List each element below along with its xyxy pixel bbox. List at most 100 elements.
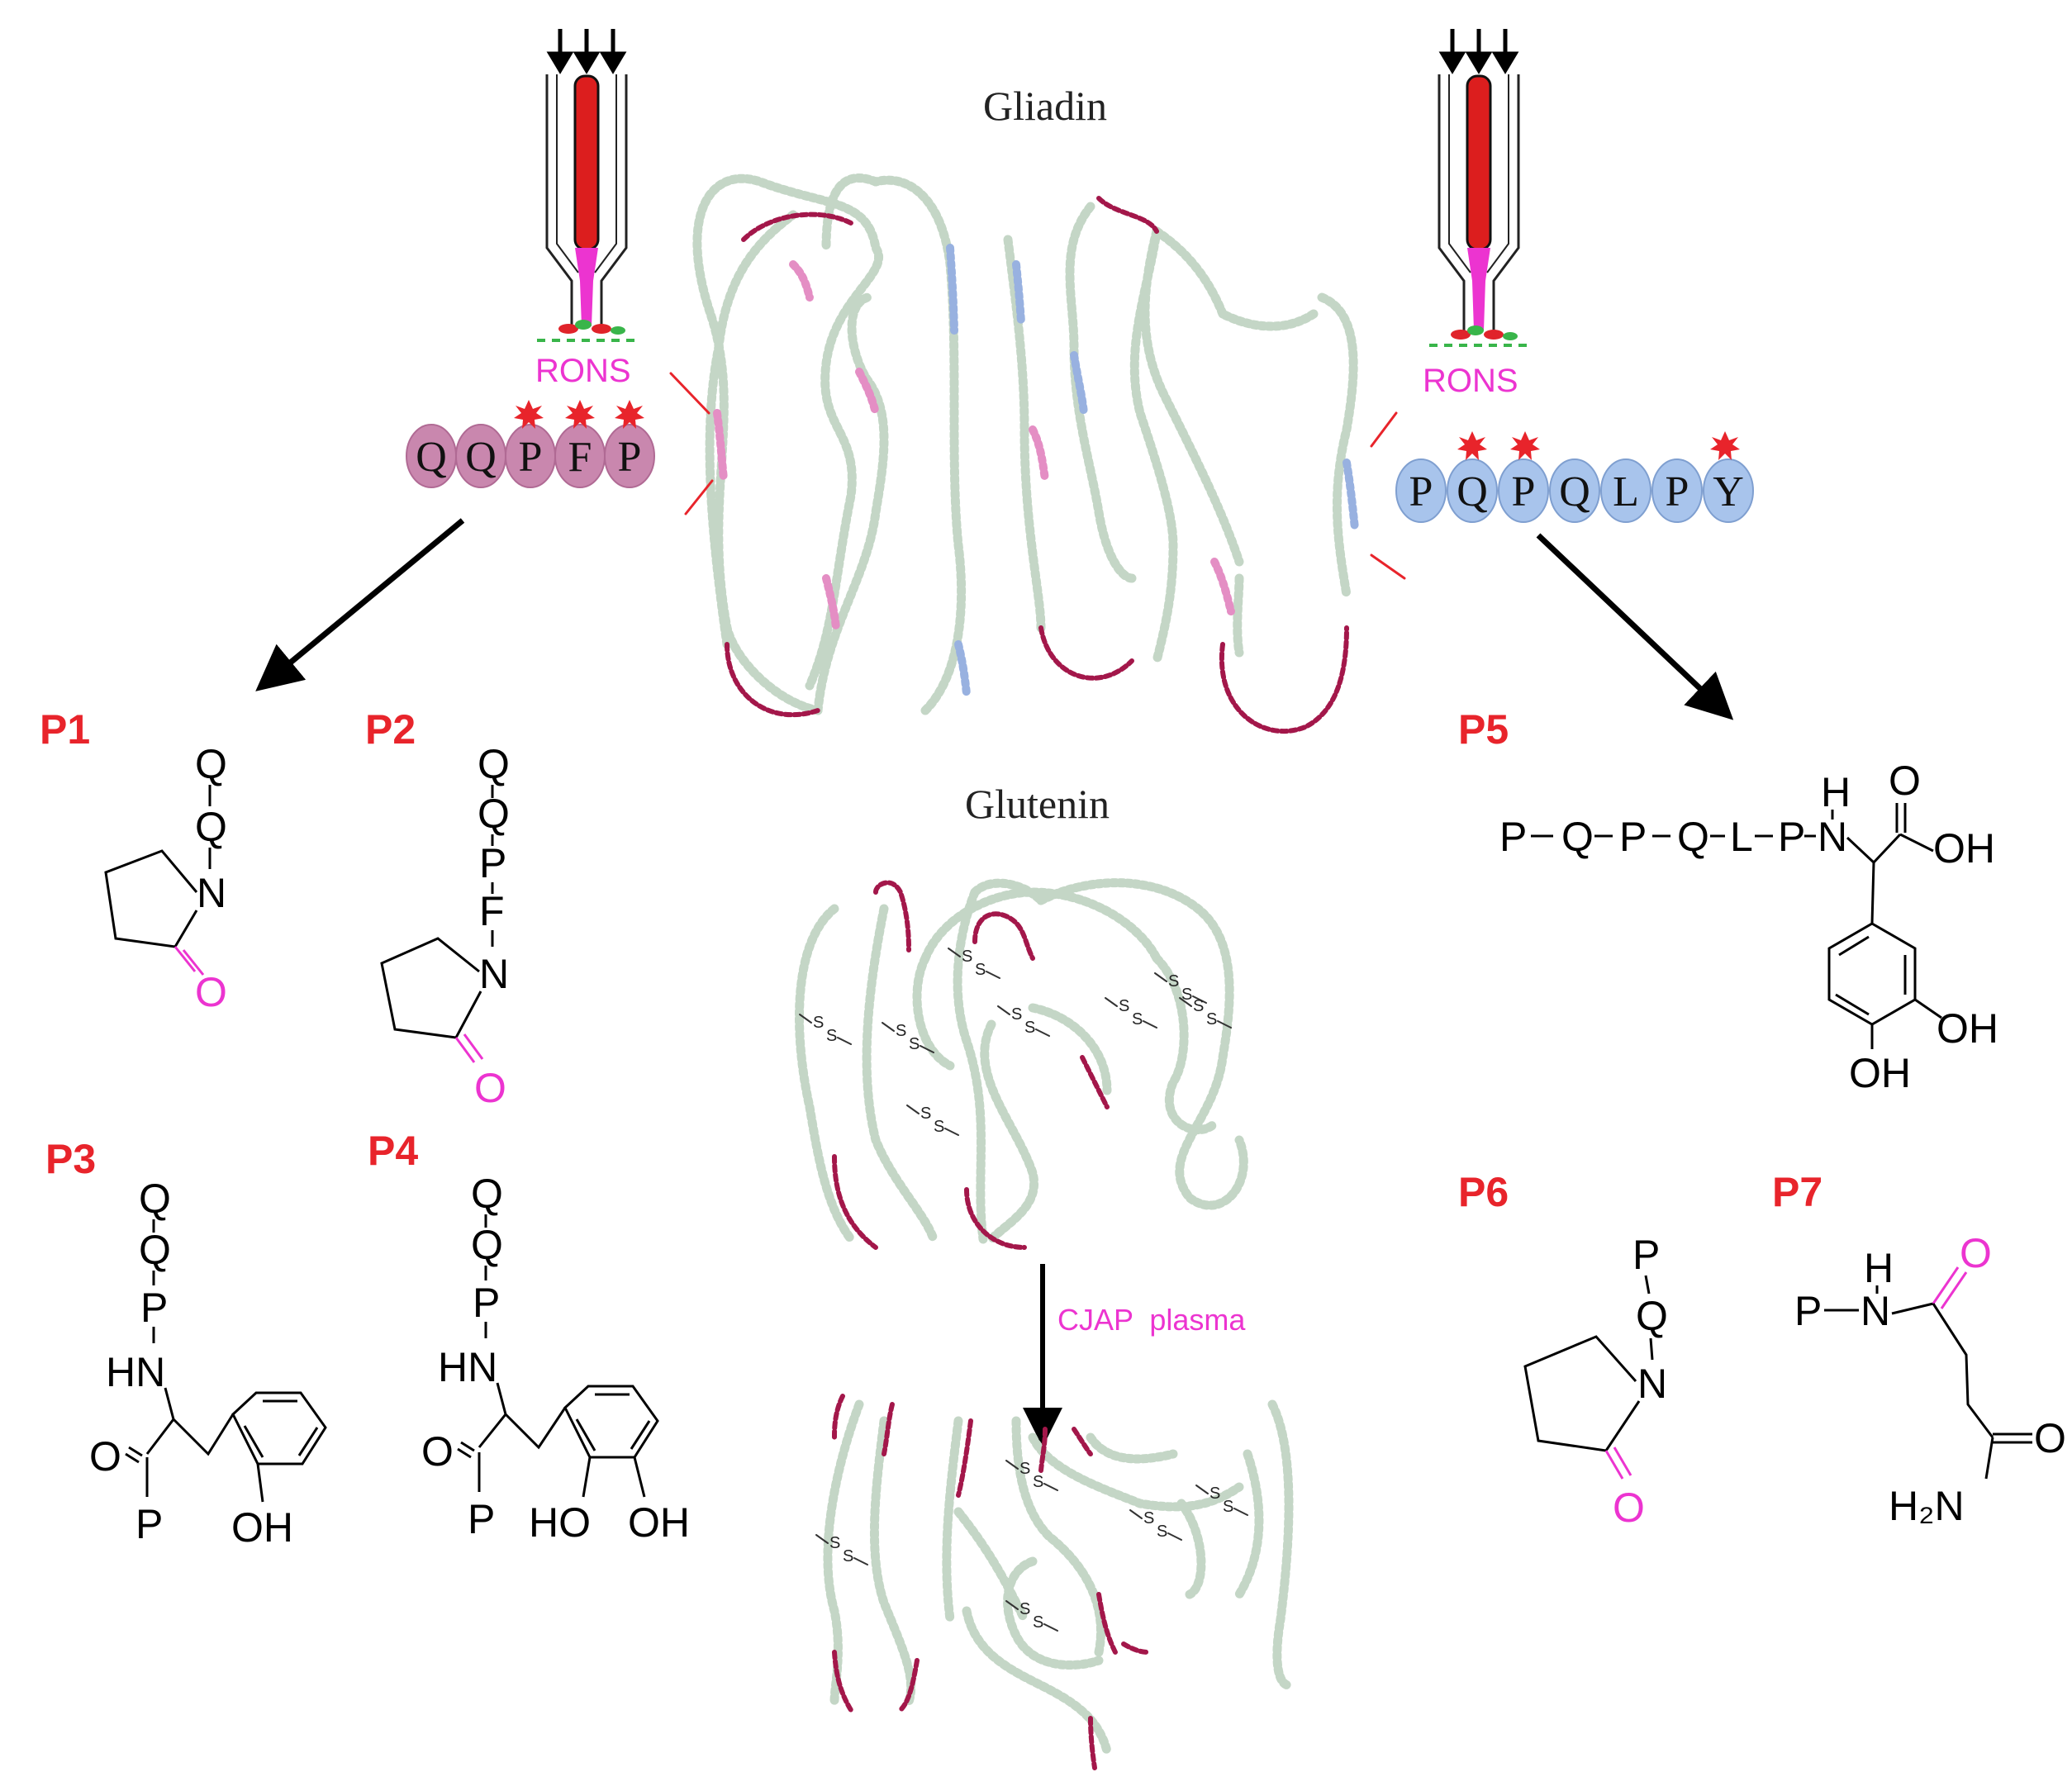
right-residue: L — [1613, 468, 1639, 515]
product-label-p5: P5 — [1458, 706, 1509, 753]
svg-text:Q: Q — [195, 741, 227, 787]
disulfide-bond — [1129, 1508, 1182, 1542]
right-bead — [1703, 458, 1754, 523]
svg-text:N: N — [1861, 1288, 1890, 1334]
reaction-star-icon — [1710, 431, 1740, 460]
svg-text:F: F — [479, 888, 505, 934]
svg-text:O: O — [421, 1428, 454, 1475]
svg-text:Q: Q — [471, 1222, 503, 1268]
product-label-p3: P3 — [45, 1136, 96, 1182]
svg-text:Q: Q — [478, 741, 510, 787]
svg-text:Q: Q — [478, 791, 510, 837]
p5-residue: P — [1619, 814, 1647, 860]
right-bead — [1600, 458, 1651, 523]
glutenin-fragments — [815, 1394, 1294, 1770]
svg-text:Q: Q — [139, 1176, 171, 1222]
right-residue: Q — [1559, 468, 1590, 515]
glutenin-title: Glutenin — [965, 781, 1110, 827]
right-residue: Y — [1713, 468, 1744, 515]
left-residue: F — [568, 434, 592, 481]
reaction-star-icon — [1457, 431, 1487, 460]
svg-text:O: O — [1960, 1230, 1992, 1276]
svg-text:N: N — [1637, 1361, 1667, 1407]
svg-text:HN: HN — [106, 1349, 165, 1395]
svg-text:OH: OH — [1937, 1005, 1998, 1052]
product-label-p7: P7 — [1772, 1169, 1823, 1215]
plasma-jet-icon — [1429, 29, 1528, 347]
svg-text:H: H — [1864, 1245, 1894, 1291]
svg-text:P: P — [140, 1285, 168, 1331]
structure-p3: Q Q P HN O P OH — [89, 1176, 327, 1551]
svg-text:P: P — [1632, 1232, 1660, 1278]
rons-label-right: RONS — [1423, 363, 1518, 399]
plasma-label: CJAP plasma — [1057, 1303, 1246, 1337]
disulfide-bond — [906, 1104, 959, 1137]
svg-text:O: O — [89, 1433, 121, 1480]
product-label-p4: P4 — [368, 1128, 418, 1174]
left-residue: Q — [465, 434, 497, 481]
p5-residue: Q — [1561, 814, 1594, 860]
right-bead — [1447, 458, 1498, 523]
rons-label-left: RONS — [535, 353, 631, 389]
p5-residue: P — [1778, 814, 1805, 860]
plasma-jet-icon — [537, 29, 636, 342]
svg-text:P: P — [473, 1280, 500, 1326]
right-bead — [1395, 458, 1447, 523]
structure-p6: P Q N O — [1523, 1232, 1668, 1531]
svg-text:OH: OH — [1933, 825, 1995, 872]
disulfide-bond — [799, 1013, 852, 1046]
p5-residue: P — [1499, 814, 1527, 860]
svg-text:OH: OH — [1849, 1050, 1911, 1096]
left-bead — [604, 424, 655, 488]
disulfide-bond — [1105, 996, 1157, 1029]
structure-p1: Q Q N O — [104, 741, 227, 1015]
right-residue: P — [1409, 468, 1433, 515]
svg-text:Q: Q — [471, 1171, 503, 1217]
svg-text:O: O — [474, 1065, 506, 1111]
structure-p2: Q Q P F N O — [380, 741, 510, 1111]
svg-text:P: P — [468, 1496, 495, 1542]
arrow-icon — [255, 518, 465, 691]
svg-text:HO: HO — [529, 1499, 591, 1546]
product-label-p2: P2 — [365, 706, 416, 753]
svg-text:Q: Q — [1636, 1293, 1668, 1339]
svg-text:Q: Q — [139, 1227, 171, 1273]
svg-text:P: P — [1794, 1288, 1822, 1334]
svg-text:P: P — [479, 840, 506, 886]
p5-residue: L — [1730, 814, 1753, 860]
gliadin-title: Gliadin — [983, 83, 1107, 129]
svg-text:O: O — [195, 969, 227, 1015]
svg-text:O: O — [1613, 1485, 1645, 1531]
svg-text:HN: HN — [438, 1344, 497, 1390]
reaction-star-icon — [1510, 431, 1540, 460]
svg-text:H: H — [1821, 769, 1851, 815]
right-residue: P — [1666, 468, 1689, 515]
right-residue: Q — [1457, 468, 1488, 515]
left-residue: Q — [416, 434, 447, 481]
arrow-icon — [1536, 533, 1734, 720]
svg-text:Q: Q — [195, 804, 227, 850]
structure-p4: Q Q P HN O P HO OH — [421, 1171, 690, 1546]
svg-text:O: O — [1889, 758, 1921, 804]
svg-text:OH: OH — [628, 1499, 690, 1546]
svg-text:N: N — [1818, 814, 1847, 860]
product-label-p6: P6 — [1458, 1169, 1509, 1215]
svg-text:OH: OH — [231, 1504, 293, 1551]
svg-text:N: N — [479, 951, 509, 997]
svg-text:O: O — [2034, 1415, 2066, 1461]
svg-text:N: N — [197, 870, 226, 916]
right-bead — [1498, 458, 1549, 523]
right-bead — [1549, 458, 1600, 523]
right-residue: P — [1512, 468, 1536, 515]
structure-p7: P N H O O H₂N — [1794, 1230, 2066, 1529]
svg-text:H₂N: H₂N — [1889, 1483, 1965, 1529]
glutenin-network — [795, 878, 1248, 1250]
p5-residue: Q — [1677, 814, 1709, 860]
right-bead — [1651, 458, 1703, 523]
left-residue: P — [618, 434, 642, 481]
left-residue: P — [519, 434, 543, 481]
